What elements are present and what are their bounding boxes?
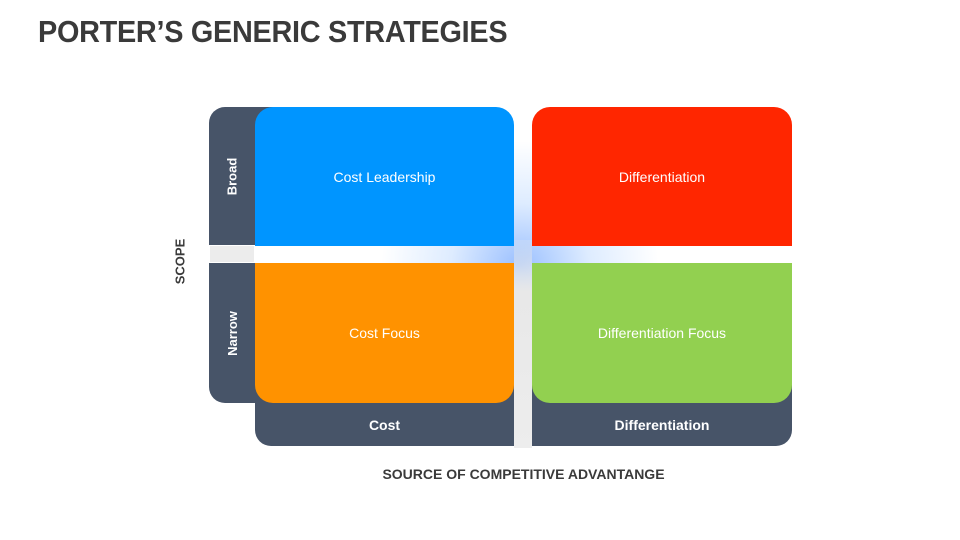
- quadrant-label: Differentiation Focus: [597, 325, 727, 341]
- quadrant-label: Cost Leadership: [333, 168, 436, 185]
- row-label-broad: Broad: [209, 107, 255, 245]
- y-axis-label-text: SCOPE: [172, 238, 188, 284]
- quadrant-cost-focus: Cost Focus: [255, 263, 514, 403]
- page-title: PORTER’S GENERIC STRATEGIES: [38, 14, 508, 49]
- column-label-cost: Cost: [368, 417, 401, 433]
- column-label-differentiation: Differentiation: [614, 417, 710, 433]
- quadrant-label: Differentiation: [618, 168, 706, 185]
- x-axis-label: SOURCE OF COMPETITIVE ADVANTANGE: [382, 466, 665, 482]
- vertical-divider: [514, 240, 532, 448]
- y-axis-label: SCOPE: [160, 230, 200, 292]
- quadrant-label: Cost Focus: [349, 325, 420, 341]
- row-label-narrow: Narrow: [209, 263, 255, 403]
- row-label-text: Narrow: [224, 310, 240, 356]
- quadrant-differentiation-focus: Differentiation Focus: [532, 263, 792, 403]
- horizontal-divider: [210, 246, 254, 262]
- quadrant-differentiation: Differentiation: [532, 107, 792, 246]
- quadrant-cost-leadership: Cost Leadership: [255, 107, 514, 246]
- row-label-text: Broad: [224, 157, 240, 195]
